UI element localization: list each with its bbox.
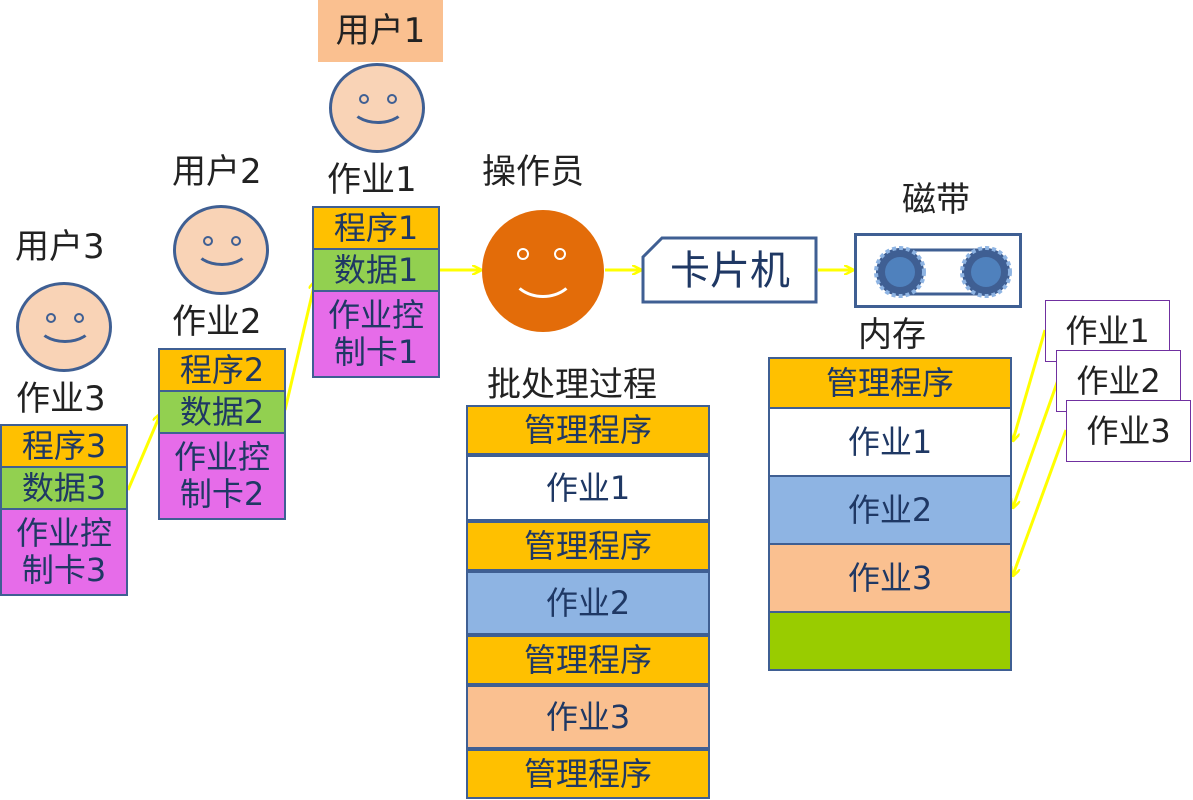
batch-process-title: 批处理过程 xyxy=(487,365,657,405)
memory-item: 管理程序 xyxy=(768,357,1012,409)
card-reader-shape xyxy=(641,236,818,304)
user2-program: 程序2 xyxy=(158,348,286,392)
operator-face-icon xyxy=(482,210,604,332)
tape-reel-right-icon xyxy=(960,246,1012,298)
batch-item: 管理程序 xyxy=(466,405,710,455)
user1-face-icon xyxy=(329,63,425,153)
batch-item: 作业3 xyxy=(466,685,710,749)
arrow-user3-to-user2 xyxy=(126,415,160,491)
user2-control-card: 作业控制卡2 xyxy=(158,432,286,520)
tape-reel-left-icon xyxy=(874,246,926,298)
batch-item: 管理程序 xyxy=(466,521,710,571)
user2-data: 数据2 xyxy=(158,390,286,434)
user3-data: 数据3 xyxy=(0,466,128,510)
arrow-job2-to-memory xyxy=(1013,379,1060,507)
memory-free-space xyxy=(768,611,1012,671)
user3-job-label: 作业3 xyxy=(16,379,106,419)
tape-drive-icon xyxy=(854,233,1022,308)
arrow-job1-to-memory xyxy=(1013,329,1047,440)
memory-item: 作业2 xyxy=(768,475,1012,545)
user1-program: 程序1 xyxy=(312,206,440,250)
user2-name: 用户2 xyxy=(172,152,262,192)
batch-item: 作业1 xyxy=(466,455,710,521)
memory-item: 作业1 xyxy=(768,407,1012,477)
arrow-job3-to-memory xyxy=(1013,429,1068,575)
user2-face-icon xyxy=(173,205,269,295)
user2-job-label: 作业2 xyxy=(172,302,262,342)
user3-name: 用户3 xyxy=(15,227,105,267)
arrow-user2-to-user1 xyxy=(283,282,315,411)
batch-item: 管理程序 xyxy=(466,635,710,685)
memory-title: 内存 xyxy=(858,315,926,355)
batch-item: 管理程序 xyxy=(466,749,710,799)
operator-label: 操作员 xyxy=(482,152,584,192)
tape-label: 磁带 xyxy=(902,180,970,220)
batch-item: 作业2 xyxy=(466,571,710,635)
user1-job-label: 作业1 xyxy=(327,160,417,200)
user1-control-card: 作业控制卡1 xyxy=(312,290,440,378)
user3-face-icon xyxy=(16,282,112,372)
user1-data: 数据1 xyxy=(312,248,440,292)
memory-item: 作业3 xyxy=(768,543,1012,613)
user1-name: 用户1 xyxy=(318,0,443,62)
user3-control-card: 作业控制卡3 xyxy=(0,508,128,596)
card-reader-label: 卡片机 xyxy=(670,248,790,294)
incoming-job: 作业3 xyxy=(1066,400,1191,462)
user3-program: 程序3 xyxy=(0,424,128,468)
